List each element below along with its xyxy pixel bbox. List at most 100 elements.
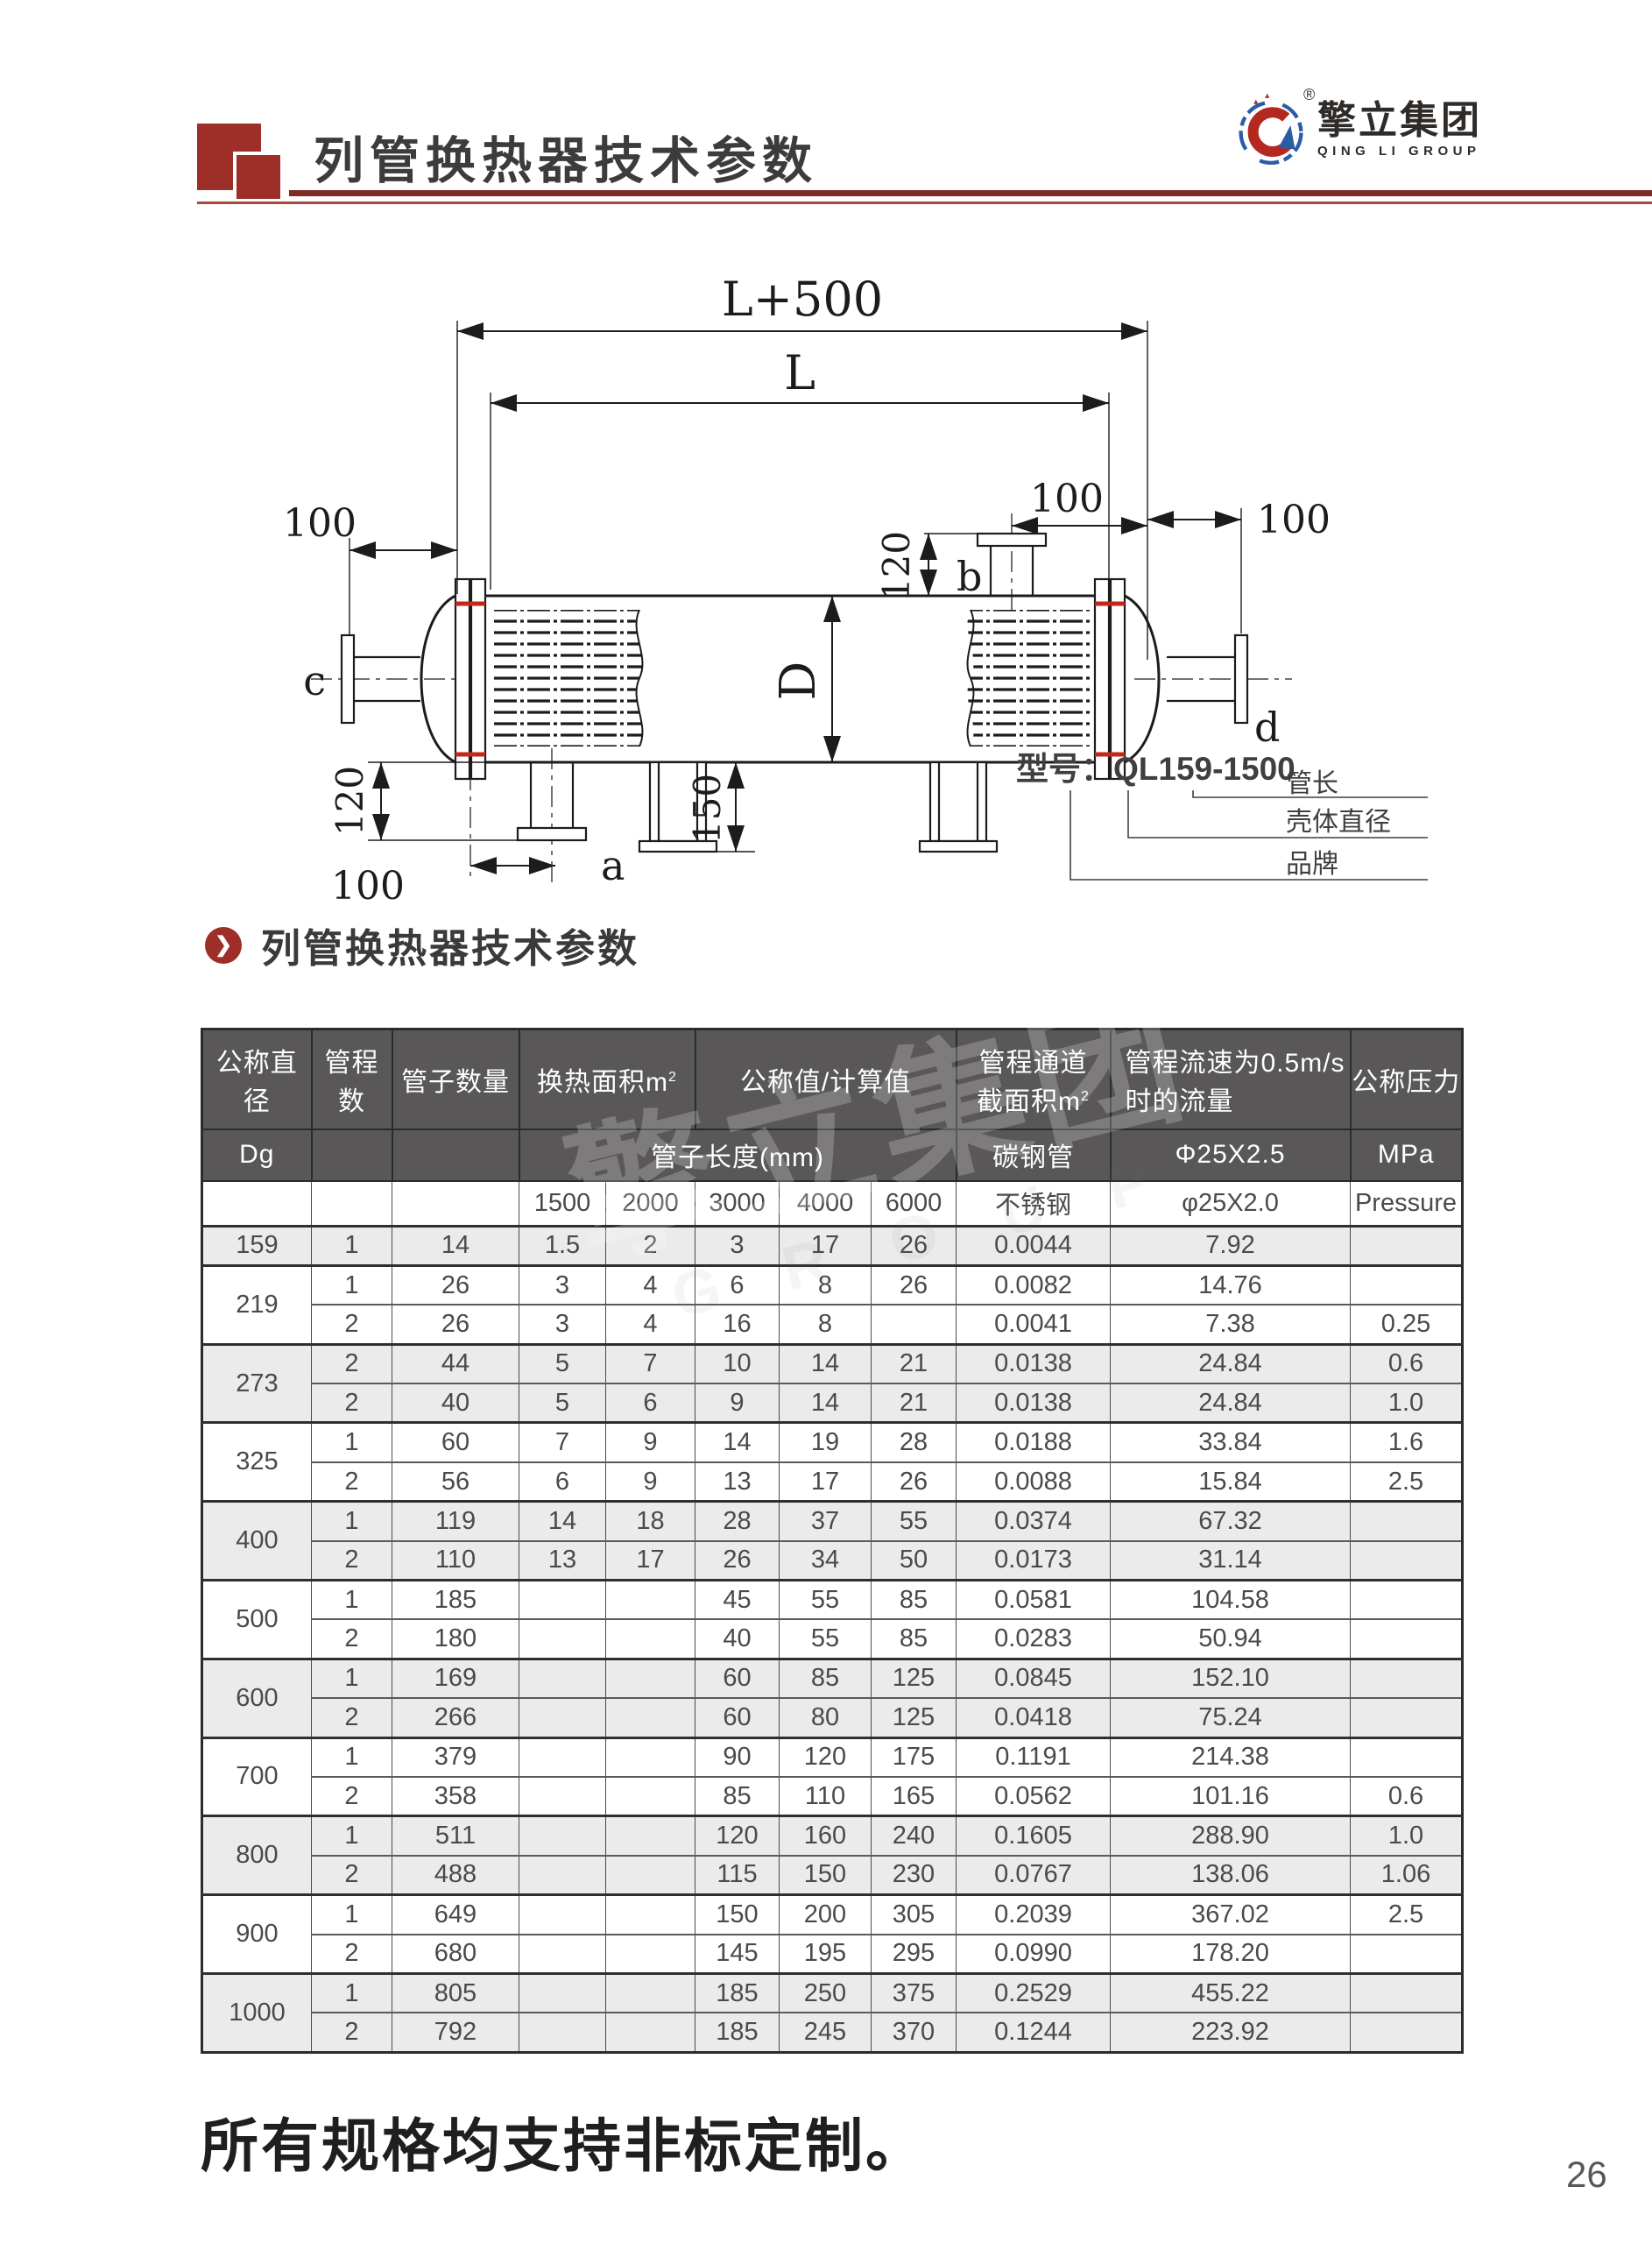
spec-cell: 85 — [695, 1775, 780, 1817]
subheader-blank-3 — [392, 1180, 519, 1227]
spec-cell: 14 — [695, 1421, 780, 1463]
spec-cell — [1350, 1500, 1463, 1542]
spec-cell: 3 — [519, 1304, 606, 1345]
spec-cell — [519, 1933, 606, 1974]
spec-cell — [605, 1579, 695, 1620]
spec-cell: 26 — [871, 1225, 957, 1266]
spec-cell: 0.0374 — [956, 1500, 1111, 1542]
dim-label-150: 150 — [686, 774, 729, 844]
spec-cell: 14.76 — [1110, 1263, 1351, 1305]
diameter-cell: 219 — [201, 1263, 312, 1345]
diameter-cell: 325 — [201, 1421, 312, 1503]
area-superscript: 2 — [668, 1069, 677, 1085]
spec-cell: 0.0138 — [956, 1383, 1111, 1424]
spec-cell: 288.90 — [1110, 1815, 1351, 1857]
spec-cell — [605, 2012, 695, 2053]
spec-cell: 0.0188 — [956, 1421, 1111, 1463]
dim-label-100-top-right: 100 — [1030, 477, 1104, 521]
spec-cell: 152.10 — [1110, 1657, 1351, 1699]
header-accent-square-small-icon — [233, 152, 284, 202]
spec-cell: 17 — [779, 1461, 872, 1503]
spec-cell: 2 — [311, 1539, 392, 1581]
spec-cell: 240 — [871, 1815, 957, 1857]
col-header-channel-area: 管程通道截面积m2 — [955, 1028, 1112, 1130]
spec-cell: 6 — [695, 1263, 780, 1305]
col-header-nominal: 公称值/计算值 — [694, 1028, 957, 1130]
extension-lines — [349, 321, 1242, 853]
spec-cell — [1350, 1579, 1463, 1620]
spec-cell — [1350, 1971, 1463, 2013]
spec-cell: 6 — [519, 1461, 606, 1503]
nozzle-label-a: a — [601, 842, 625, 889]
spec-cell: 2 — [311, 1933, 392, 1974]
spec-cell — [519, 1854, 606, 1896]
spec-cell: 0.0562 — [956, 1775, 1111, 1817]
spec-cell: 110 — [392, 1539, 519, 1581]
spec-cell — [605, 1736, 695, 1778]
spec-cell: 178.20 — [1110, 1933, 1351, 1974]
spec-cell — [605, 1697, 695, 1738]
callout-shell-diameter: 壳体直径 — [1286, 808, 1391, 837]
spec-cell: 31.14 — [1110, 1539, 1351, 1581]
spec-cell: 0.0990 — [956, 1933, 1111, 1974]
col-header-pressure: 公称压力 — [1349, 1028, 1464, 1130]
spec-cell: 0.0418 — [956, 1697, 1111, 1738]
dim-label-100-far-right: 100 — [1257, 498, 1331, 542]
spec-cell: 680 — [392, 1933, 519, 1974]
spec-cell: 55 — [779, 1618, 872, 1659]
spec-cell: 2 — [311, 1775, 392, 1817]
subheader-carbon-steel: 碳钢管 — [955, 1128, 1112, 1182]
spec-cell: 44 — [392, 1342, 519, 1384]
spec-cell: 85 — [779, 1657, 872, 1699]
spec-cell — [1350, 1657, 1463, 1699]
spec-cell: 250 — [779, 1971, 872, 2013]
spec-cell — [519, 1736, 606, 1778]
length-2000: 2000 — [605, 1180, 695, 1227]
nozzle-c — [340, 633, 420, 725]
spec-cell: 455.22 — [1110, 1971, 1351, 2013]
spec-cell: 7.92 — [1110, 1225, 1351, 1266]
spec-cell: 185 — [695, 2012, 780, 2053]
spec-cell: 0.0088 — [956, 1461, 1111, 1503]
saddle-support-left — [638, 761, 718, 853]
spec-cell: 1 — [311, 1657, 392, 1699]
header-rule-thick — [289, 190, 1652, 196]
spec-cell: 200 — [779, 1893, 872, 1935]
spec-cell: 85 — [871, 1618, 957, 1659]
spec-cell: 13 — [519, 1539, 606, 1581]
spec-cell: 150 — [695, 1893, 780, 1935]
spec-cell: 3 — [519, 1263, 606, 1305]
spec-cell — [519, 1893, 606, 1935]
spec-cell — [1350, 1263, 1463, 1305]
spec-cell: 145 — [695, 1933, 780, 1974]
col-header-diameter: 公称直径 — [201, 1028, 313, 1130]
length-4000: 4000 — [779, 1180, 872, 1227]
spec-cell: 7 — [605, 1342, 695, 1384]
spec-cell: 0.2529 — [956, 1971, 1111, 2013]
spec-cell: 1 — [311, 1893, 392, 1935]
spec-cell: 2 — [311, 1854, 392, 1896]
spec-cell: 115 — [695, 1854, 780, 1896]
spec-cell — [519, 2012, 606, 2053]
logo-text: 擎立集团 — [1317, 98, 1482, 142]
nozzle-b — [976, 532, 1048, 596]
spec-cell: 8 — [779, 1304, 872, 1345]
spec-cell: 4 — [605, 1263, 695, 1305]
spec-cell: 379 — [392, 1736, 519, 1778]
spec-cell: 19 — [779, 1421, 872, 1463]
spec-cell: 1 — [311, 1500, 392, 1542]
spec-cell: 169 — [392, 1657, 519, 1699]
logo-subtext: QING LI GROUP — [1317, 143, 1481, 159]
dim-label-l: L — [784, 345, 815, 400]
spec-cell — [1350, 1736, 1463, 1778]
